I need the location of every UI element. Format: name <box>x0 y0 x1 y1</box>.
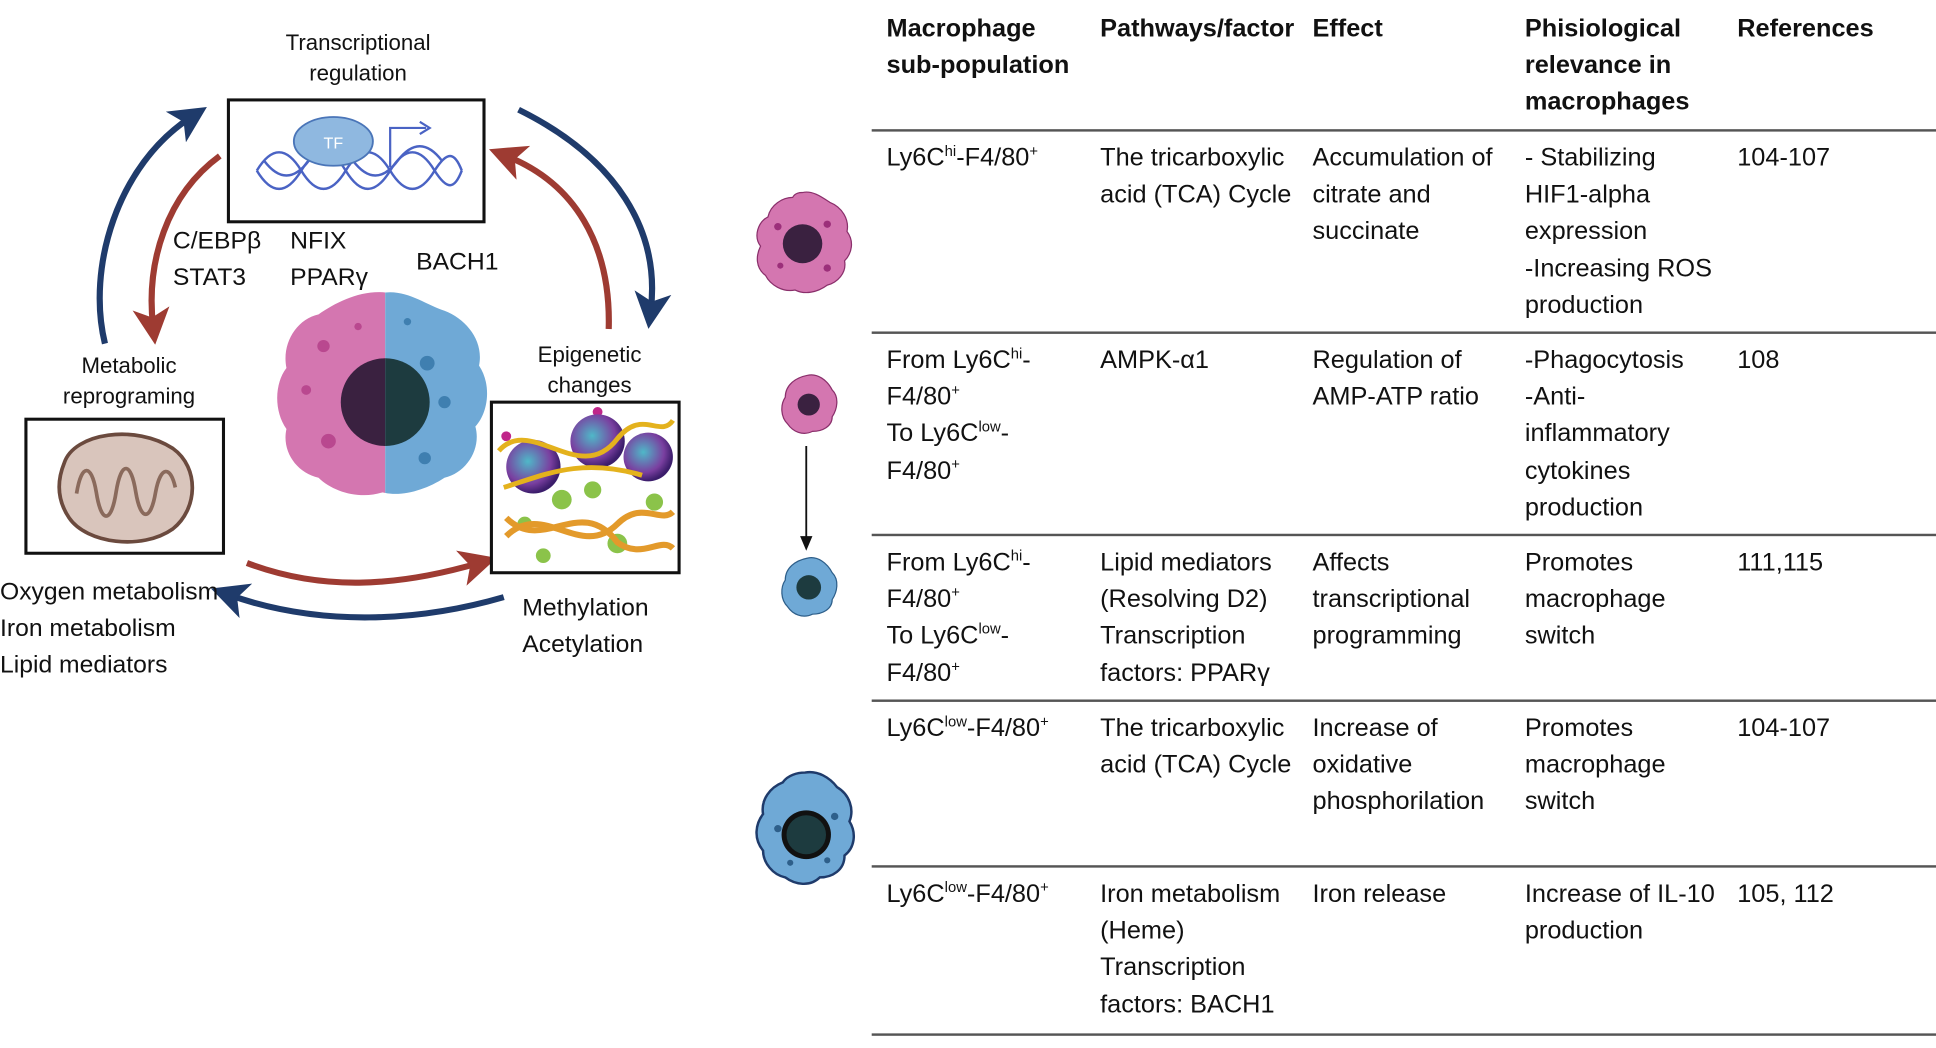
header-rule <box>871 129 1936 131</box>
blue-arrow-to-metabolic <box>210 583 505 621</box>
row2-pathway: AMPK-α1 <box>1100 346 1210 375</box>
factors-mid-label: NFIX PPARγ <box>290 227 368 292</box>
row5-effect: Iron release <box>1312 879 1447 908</box>
central-macrophage-icon <box>277 292 488 496</box>
row3-references: 111,115 <box>1737 548 1824 577</box>
promoter-arrow-icon <box>389 126 426 167</box>
chromatin-icon <box>496 407 676 563</box>
cycle-diagram: TF <box>24 98 681 621</box>
row4-subpopulation: Ly6Clow-F4/80+ <box>886 712 1049 743</box>
header-references: References <box>1737 14 1874 43</box>
cell-column <box>755 191 856 886</box>
row-rule <box>871 533 1936 536</box>
blue-arrow-to-epigenetic <box>517 106 672 329</box>
tf-label: TF <box>324 136 344 153</box>
epigenetic-list: Methylation Acetylation <box>522 594 649 659</box>
pink-macrophage-icon <box>756 191 853 294</box>
row-rule <box>871 699 1936 702</box>
row2-references: 108 <box>1737 346 1780 375</box>
row-rule <box>871 1033 1936 1036</box>
row5-subpopulation: Ly6Clow-F4/80+ <box>886 878 1049 908</box>
row2-subpopulation: From Ly6Chi- F4/80+ To Ly6Clow- F4/80+ <box>886 344 1031 485</box>
epigenetic-changes-label: Epigenetic changes <box>537 342 642 398</box>
row5-references: 105, 112 <box>1737 879 1834 908</box>
factors-left-label: C/EBPβ STAT3 <box>172 227 262 292</box>
row4-references: 104-107 <box>1737 714 1831 743</box>
small-blue-macrophage-icon <box>781 557 838 617</box>
row-rule <box>871 865 1936 868</box>
transcriptional-regulation-label: Transcriptional regulation <box>285 30 431 86</box>
row3-subpopulation: From Ly6Chi- F4/80+ To Ly6Clow- F4/80+ <box>886 547 1031 687</box>
row3-pathway: Lipid mediators(Resolving D2)Transcripti… <box>1100 548 1272 687</box>
blue-macrophage-icon <box>755 770 856 886</box>
header-effect: Effect <box>1312 14 1383 43</box>
mitochondrion-icon <box>57 432 195 544</box>
small-pink-macrophage-icon <box>781 374 838 434</box>
red-arrow-to-metabolic <box>132 153 222 345</box>
header-pathways: Pathways/factor <box>1100 14 1295 43</box>
row-rule <box>871 331 1936 334</box>
row1-references: 104-107 <box>1737 143 1831 172</box>
red-arrow-to-epigenetic <box>245 550 497 586</box>
metabolism-list: Oxygen metabolism Iron metabolism Lipid … <box>0 578 219 679</box>
tf-icon <box>292 116 374 167</box>
row1-subpopulation: Ly6Chi-F4/80+ <box>886 142 1039 172</box>
bach1-label: BACH1 <box>416 248 499 276</box>
red-arrow-to-transcription <box>489 145 612 330</box>
blue-arrow-to-transcription <box>96 107 207 345</box>
metabolic-reprograming-label: Metabolic reprograming <box>62 353 196 409</box>
